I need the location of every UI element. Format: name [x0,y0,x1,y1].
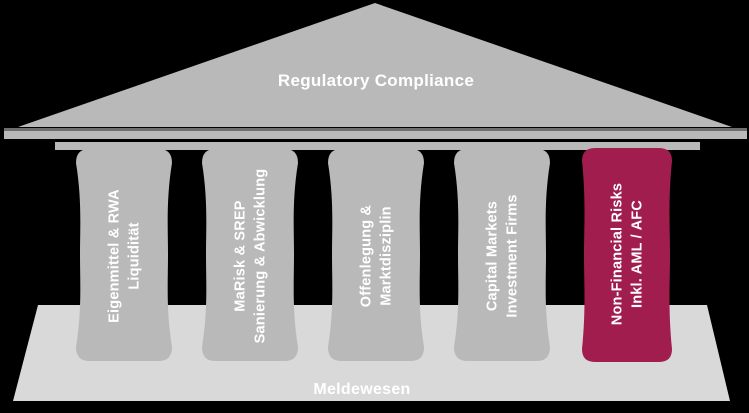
pillar-label-text: Eigenmittel & RWA Liquidität [106,189,143,323]
pediment-title: Regulatory Compliance [277,71,475,90]
cornice-shadow-line [4,128,747,131]
pediment-triangle [18,3,732,127]
pillar-eigenmittel [76,149,172,361]
pillar-non-financial-risks [582,148,672,362]
pillar-label-marisk: MaRisk & SREP Sanierung & Abwicklung [201,154,301,359]
pillar-marisk [202,149,298,361]
pillar-capital-markets [454,149,550,361]
foundation-label: Meldewesen [313,381,411,398]
pillar-offenlegung [328,149,424,361]
pillar-label-capital-markets: Capital Markets Investment Firms [453,154,553,359]
pillar-label-text: MaRisk & SREP Sanierung & Abwicklung [232,168,269,344]
pillar-label-text: Offenlegung & Marktdisziplin [358,204,395,308]
pillar-label-eigenmittel: Eigenmittel & RWA Liquidität [75,154,175,359]
pillar-label-offenlegung: Offenlegung & Marktdisziplin [327,154,427,359]
pillar-label-text: Non-Financial Risks Inkl. AML / AFC [609,182,646,326]
architrave-beam [55,142,700,150]
pillar-label-text: Capital Markets Investment Firms [484,194,521,318]
cornice-strip [4,131,747,139]
pillar-label-non-financial-risks: Non-Financial Risks Inkl. AML / AFC [578,152,678,357]
